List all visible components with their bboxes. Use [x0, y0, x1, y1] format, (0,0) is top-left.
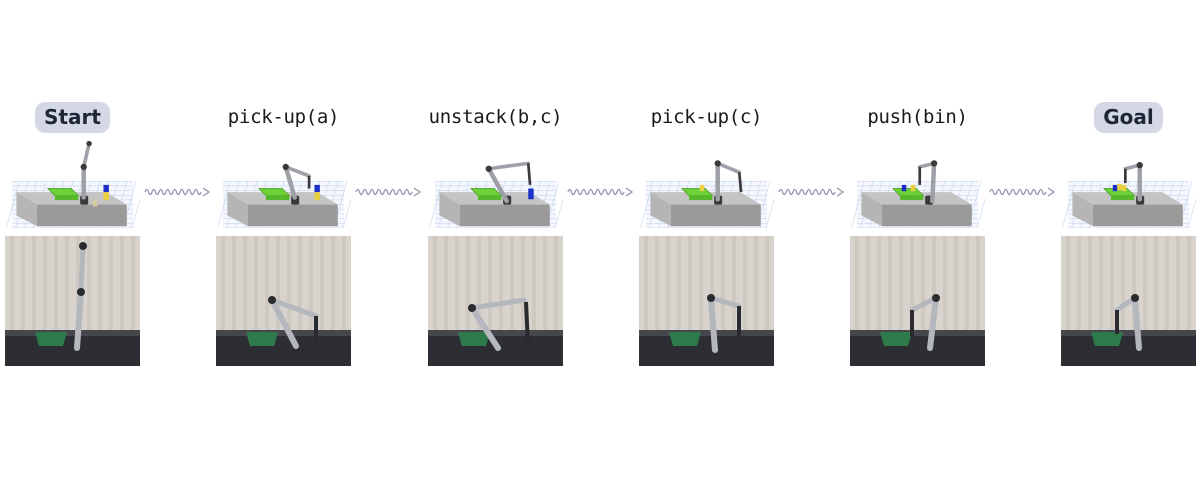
step-column: push(bin) — [850, 96, 991, 370]
step-column: pick-up(a) — [216, 96, 357, 370]
real-robot-photo — [639, 236, 774, 370]
step-column: Start — [5, 96, 146, 370]
action-label: pick-up(a) — [227, 106, 340, 128]
real-robot-photo — [216, 236, 351, 370]
simulation-render — [428, 140, 569, 232]
state-badge: Start — [35, 101, 110, 133]
step-column: pick-up(c) — [639, 96, 780, 370]
simulation-render — [639, 140, 780, 232]
action-label: unstack(b,c) — [428, 106, 563, 128]
action-label: push(bin) — [867, 106, 968, 128]
step-label-row: Goal — [1061, 96, 1196, 138]
wavy-arrow-icon — [988, 180, 1056, 208]
wavy-arrow-icon — [566, 180, 634, 208]
simulation-render — [850, 140, 991, 232]
simulation-render — [216, 140, 357, 232]
wavy-arrow-icon — [777, 180, 845, 208]
wavy-arrow-icon — [143, 180, 211, 208]
real-robot-photo — [850, 236, 985, 370]
real-robot-photo — [428, 236, 563, 370]
step-label-row: pick-up(c) — [639, 96, 774, 138]
simulation-render — [5, 140, 146, 232]
step-label-row: unstack(b,c) — [428, 96, 563, 138]
simulation-render — [1061, 140, 1200, 232]
step-label-row: pick-up(a) — [216, 96, 351, 138]
wavy-arrow-icon — [354, 180, 422, 208]
state-badge: Goal — [1094, 101, 1163, 133]
real-robot-photo — [5, 236, 140, 370]
action-label: pick-up(c) — [650, 106, 763, 128]
real-robot-photo — [1061, 236, 1196, 370]
step-column: unstack(b,c) — [428, 96, 569, 370]
step-column: Goal — [1061, 96, 1200, 370]
step-label-row: push(bin) — [850, 96, 985, 138]
step-label-row: Start — [5, 96, 140, 138]
